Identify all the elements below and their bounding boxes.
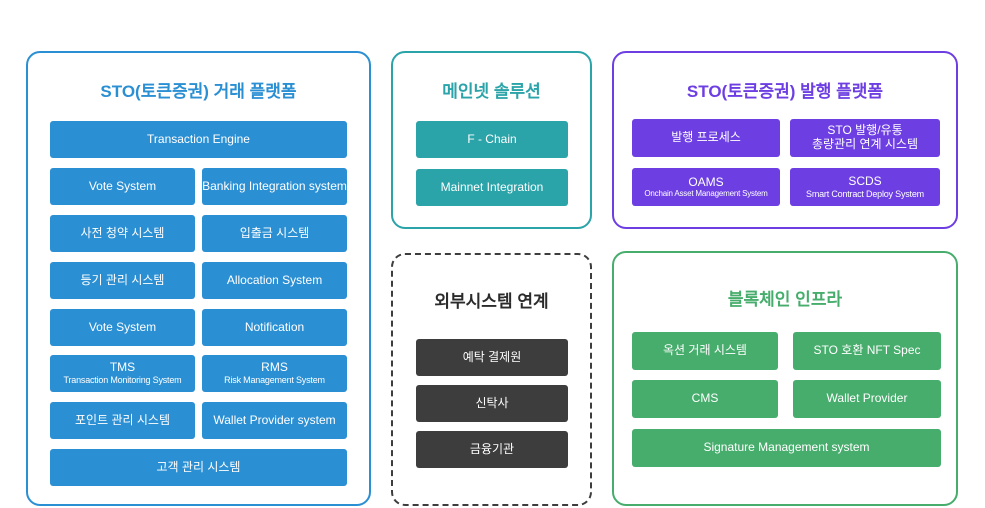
- auction-trading-box: 옥션 거래 시스템: [632, 332, 778, 370]
- f-chain-label: F - Chain: [467, 131, 517, 146]
- vote-system-label-2: Vote System: [88, 319, 157, 334]
- blockchain-infra-title: 블록체인 인프라: [727, 290, 843, 309]
- vote-system-label: Vote System: [88, 178, 157, 193]
- oams-subtitle: Onchain Asset Management System: [644, 189, 768, 199]
- deposit-withdrawal-box: 입출금 시스템: [202, 215, 347, 252]
- trust-company-box: 신탁사: [416, 385, 568, 422]
- signature-management-box: Signature Management system: [632, 429, 941, 467]
- issuance-process-box: 발행 프로세스: [632, 119, 780, 157]
- banking-integration-box: Banking Integration system: [202, 168, 347, 205]
- trading-platform-title: STO(토큰증권) 거래 플랫폼: [100, 82, 297, 101]
- registry-management-label: 등기 관리 시스템: [80, 272, 165, 287]
- oams-box: OAMS Onchain Asset Management System: [632, 168, 780, 206]
- f-chain-box: F - Chain: [416, 121, 568, 158]
- pre-subscription-label: 사전 청약 시스템: [80, 225, 165, 240]
- rms-title: RMS: [261, 360, 288, 375]
- pre-subscription-box: 사전 청약 시스템: [50, 215, 195, 252]
- sto-nft-spec-label: STO 호환 NFT Spec: [813, 343, 921, 358]
- allocation-system-label: Allocation System: [226, 272, 323, 287]
- scds-title: SCDS: [848, 173, 882, 188]
- notification-box: Notification: [202, 309, 347, 346]
- sto-issuance-line2: 총량관리 연계 시스템: [811, 137, 919, 151]
- oams-title: OAMS: [688, 174, 724, 189]
- scds-subtitle: Smart Contract Deploy System: [806, 188, 924, 199]
- scds-box: SCDS Smart Contract Deploy System: [790, 168, 940, 206]
- wallet-provider-box: Wallet Provider: [793, 380, 941, 418]
- rms-subtitle: Risk Management System: [224, 375, 325, 386]
- banking-integration-label: Banking Integration system: [202, 178, 347, 193]
- customer-management-label: 고객 관리 시스템: [156, 459, 241, 474]
- signature-management-label: Signature Management system: [703, 440, 870, 455]
- rms-box: RMS Risk Management System: [202, 355, 347, 392]
- notification-label: Notification: [244, 319, 305, 334]
- tms-subtitle: Transaction Monitoring System: [63, 375, 182, 386]
- sto-nft-spec-box: STO 호환 NFT Spec: [793, 332, 941, 370]
- securities-depository-box: 예탁 결제원: [416, 339, 568, 376]
- mainnet-panel: 메인넷 솔루션 F - Chain Mainnet Integration: [391, 51, 592, 229]
- cms-label: CMS: [691, 391, 719, 406]
- mainnet-integration-box: Mainnet Integration: [416, 169, 568, 206]
- mainnet-integration-label: Mainnet Integration: [440, 179, 544, 194]
- blockchain-infra-panel: 블록체인 인프라 옥션 거래 시스템 STO 호환 NFT Spec CMS W…: [612, 251, 958, 506]
- issuance-platform-title: STO(토큰증권) 발행 플랫폼: [686, 82, 884, 101]
- issuance-process-label: 발행 프로세스: [671, 130, 741, 145]
- point-management-box: 포인트 관리 시스템: [50, 402, 195, 439]
- vote-system-box: Vote System: [50, 168, 195, 205]
- point-management-label: 포인트 관리 시스템: [75, 412, 170, 427]
- trading-platform-panel: STO(토큰증권) 거래 플랫폼 Transaction Engine Vote…: [26, 51, 371, 506]
- external-systems-panel: 외부시스템 연계 예탁 결제원 신탁사 금융기관: [391, 253, 592, 506]
- vote-system-box-2: Vote System: [50, 309, 195, 346]
- wallet-provider-system-label: Wallet Provider system: [213, 412, 336, 427]
- securities-depository-label: 예탁 결제원: [462, 349, 522, 364]
- transaction-engine-box: Transaction Engine: [50, 121, 347, 158]
- sto-issuance-line1: STO 발행/유통: [827, 123, 903, 138]
- transaction-engine-label: Transaction Engine: [147, 131, 250, 146]
- issuance-platform-panel: STO(토큰증권) 발행 플랫폼 발행 프로세스 STO 발행/유통 총량관리 …: [612, 51, 958, 229]
- external-systems-title: 외부시스템 연계: [434, 292, 549, 311]
- tms-box: TMS Transaction Monitoring System: [50, 355, 195, 392]
- wallet-provider-system-box: Wallet Provider system: [202, 402, 347, 439]
- sto-issuance-distribution-box: STO 발행/유통 총량관리 연계 시스템: [790, 119, 940, 157]
- trust-company-label: 신탁사: [475, 395, 509, 410]
- tms-title: TMS: [109, 360, 136, 375]
- allocation-system-box: Allocation System: [202, 262, 347, 299]
- auction-trading-label: 옥션 거래 시스템: [663, 343, 747, 358]
- registry-management-box: 등기 관리 시스템: [50, 262, 195, 299]
- mainnet-title: 메인넷 솔루션: [442, 82, 541, 101]
- customer-management-box: 고객 관리 시스템: [50, 449, 347, 486]
- financial-institution-label: 금융기관: [469, 441, 515, 456]
- financial-institution-box: 금융기관: [416, 431, 568, 468]
- deposit-withdrawal-label: 입출금 시스템: [239, 225, 310, 240]
- wallet-provider-label: Wallet Provider: [826, 391, 908, 406]
- cms-box: CMS: [632, 380, 778, 418]
